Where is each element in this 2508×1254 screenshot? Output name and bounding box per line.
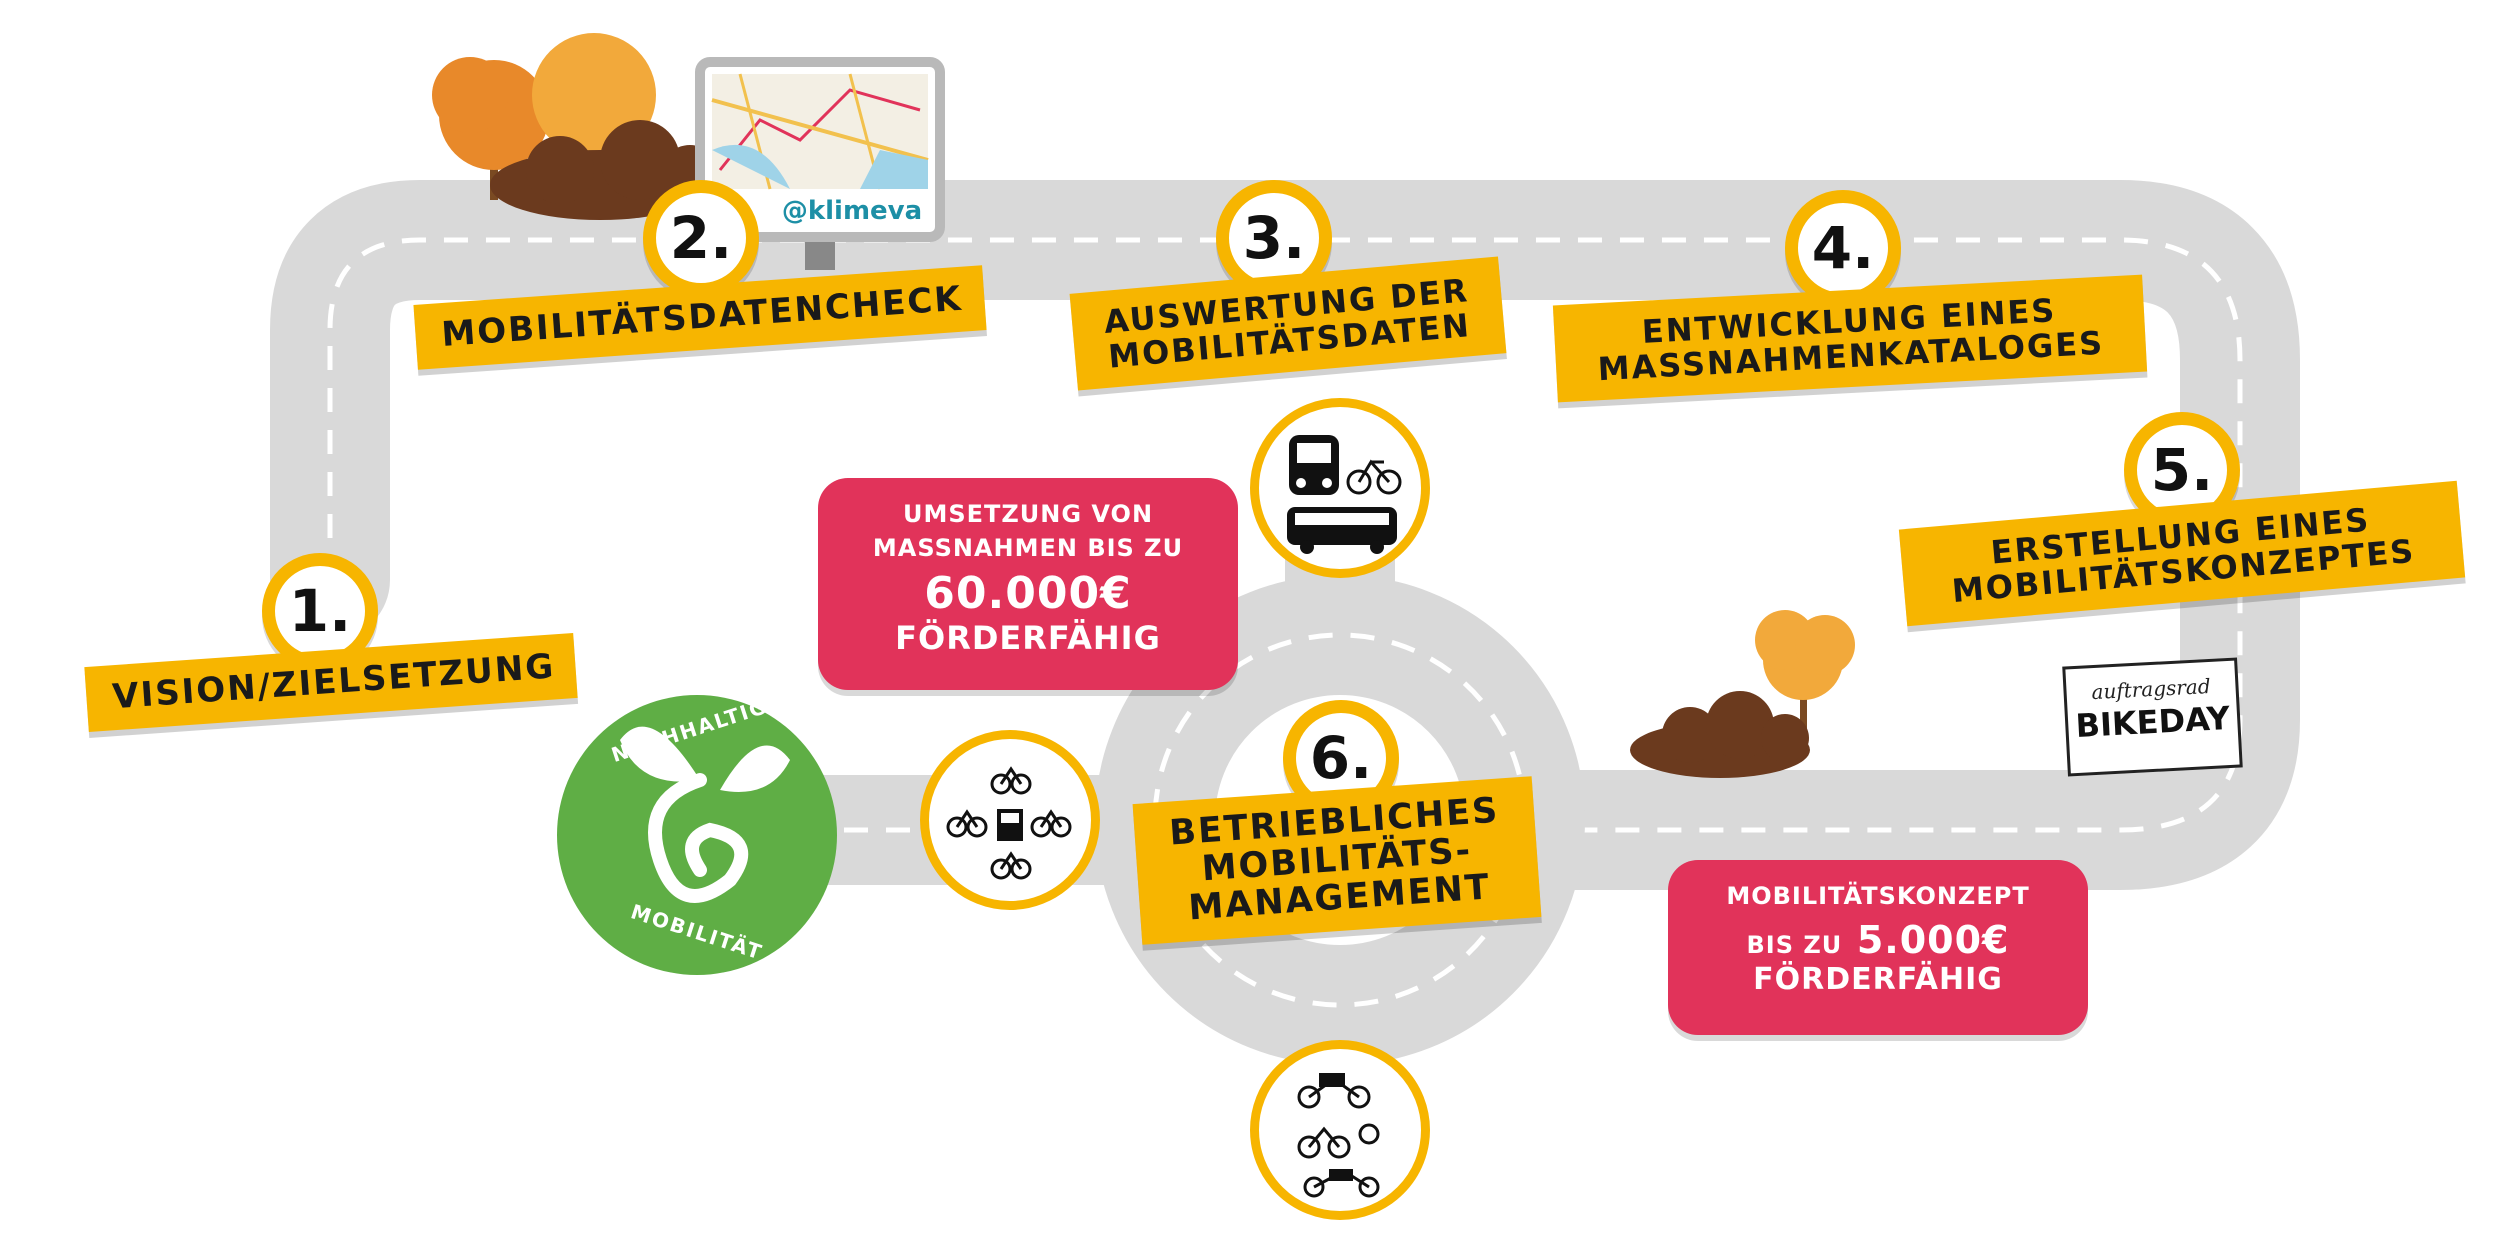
funding-concept-line1: MOBILITÄTSKONZEPT [1726, 882, 2030, 910]
nachhaltige-mobilitaet-badge [557, 695, 837, 975]
funding-concept-line3: FÖRDERFÄHIG [1753, 962, 2003, 997]
funding-measures-box: UMSETZUNG VON MASSNAHMEN BIS ZU 60.000€ … [818, 478, 1238, 690]
cargo-bike-icon-art [1297, 1073, 1380, 1198]
bikeday-logo: auftragsrad BIKEDAY [2062, 657, 2243, 777]
funding-measures-amount: 60.000€ [924, 568, 1132, 619]
map-screen-icon [695, 57, 945, 270]
funding-measures-line1: UMSETZUNG VON [902, 500, 1154, 528]
step-2-number: 2. [643, 180, 759, 296]
funding-measures-line3: FÖRDERFÄHIG [895, 619, 1161, 657]
funding-concept-amount-line: BIS ZU 5.000€ [1688, 918, 2068, 962]
funding-concept-amount: 5.000€ [1856, 918, 2010, 962]
klimeva-logo: @klimeva [781, 196, 923, 226]
leaf-plug-icon [648, 773, 749, 903]
train-bus-bike-icon [1250, 398, 1430, 578]
step-6-banner: BETRIEBLICHES MOBILITÄTS- MANAGEMENT [1132, 776, 1542, 946]
main-road-dash [327, 237, 2243, 833]
trees-right [1630, 610, 1855, 778]
funding-concept-prefix: BIS ZU [1746, 931, 1843, 959]
train-bus-bike-icon-art [1287, 435, 1402, 554]
funding-measures-line2: MASSNAHMEN BIS ZU [872, 534, 1184, 562]
funding-concept-box: MOBILITÄTSKONZEPT BIS ZU 5.000€ FÖRDERFÄ… [1668, 860, 2088, 1035]
bikeday-name: BIKEDAY [2074, 698, 2231, 746]
bike-sharing-station-icon [920, 730, 1100, 910]
cargo-bike-icon [1250, 1040, 1430, 1220]
bike-sharing-station-icon-art [946, 766, 1072, 880]
trees-top-left [432, 33, 720, 220]
